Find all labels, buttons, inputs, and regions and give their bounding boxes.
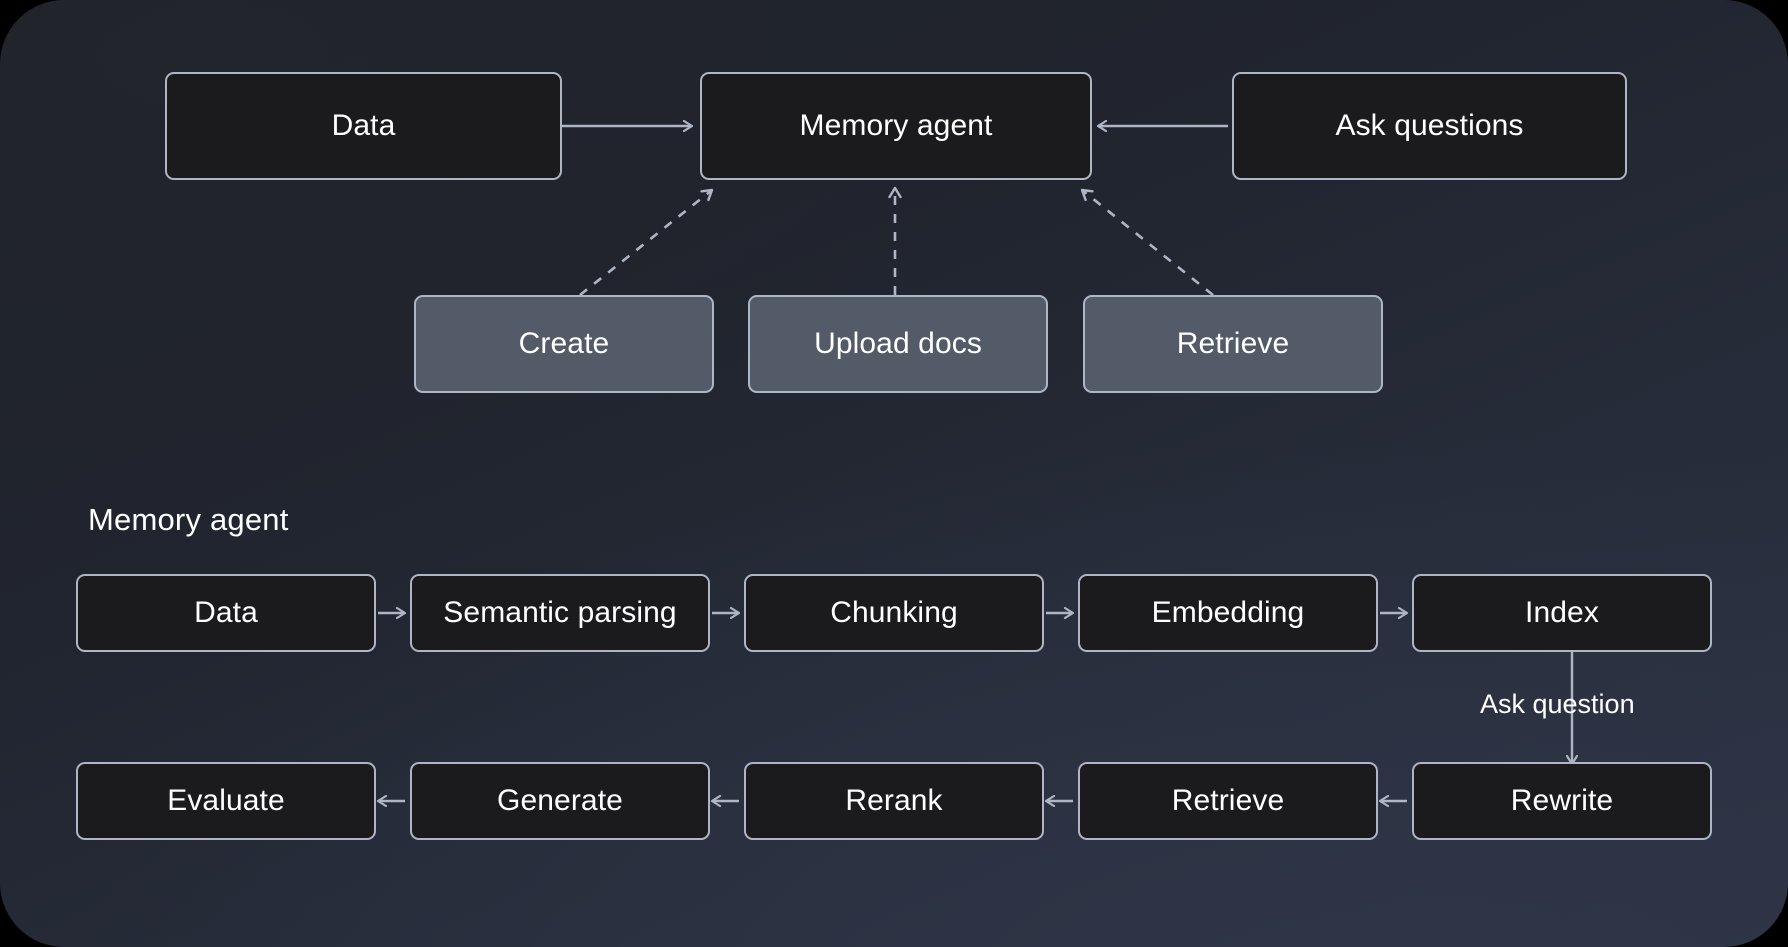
node-retrieve-tool-label: Retrieve — [1176, 327, 1290, 360]
node-create[interactable]: Create — [414, 295, 714, 393]
node-pipeline-rewrite-label: Rewrite — [1510, 784, 1614, 817]
node-pipeline-embedding[interactable]: Embedding — [1078, 574, 1378, 652]
node-pipeline-index[interactable]: Index — [1412, 574, 1712, 652]
node-create-label: Create — [518, 327, 610, 360]
node-ask-questions[interactable]: Ask questions — [1232, 72, 1627, 180]
edge-label-ask-question: Ask question — [1480, 689, 1635, 719]
node-retrieve-tool[interactable]: Retrieve — [1083, 295, 1383, 393]
node-pipeline-retrieve[interactable]: Retrieve — [1078, 762, 1378, 840]
node-upload-docs-label: Upload docs — [814, 327, 982, 360]
node-pipeline-chunking[interactable]: Chunking — [744, 574, 1044, 652]
node-pipeline-semantic-parsing[interactable]: Semantic parsing — [410, 574, 710, 652]
node-pipeline-evaluate-label: Evaluate — [167, 784, 285, 817]
node-pipeline-index-label: Index — [1525, 596, 1599, 629]
node-pipeline-chunking-label: Chunking — [830, 596, 958, 629]
node-memory-agent-label: Memory agent — [799, 109, 993, 142]
node-ask-questions-label: Ask questions — [1335, 109, 1524, 142]
node-pipeline-data[interactable]: Data — [76, 574, 376, 652]
node-memory-agent[interactable]: Memory agent — [700, 72, 1092, 180]
node-pipeline-generate-label: Generate — [497, 784, 623, 817]
node-pipeline-generate[interactable]: Generate — [410, 762, 710, 840]
node-data[interactable]: Data — [165, 72, 562, 180]
node-pipeline-embedding-label: Embedding — [1151, 596, 1305, 629]
node-data-label: Data — [331, 109, 396, 142]
pipeline-section-title: Memory agent — [88, 502, 289, 537]
node-pipeline-rerank[interactable]: Rerank — [744, 762, 1044, 840]
node-pipeline-rewrite[interactable]: Rewrite — [1412, 762, 1712, 840]
node-pipeline-semantic-parsing-label: Semantic parsing — [443, 596, 677, 629]
node-upload-docs[interactable]: Upload docs — [748, 295, 1048, 393]
node-pipeline-retrieve-label: Retrieve — [1171, 784, 1285, 817]
node-pipeline-data-label: Data — [194, 596, 258, 629]
node-pipeline-rerank-label: Rerank — [845, 784, 943, 817]
edge-retrieve-to-memory-agent — [1080, 188, 1214, 297]
edge-create-to-memory-agent — [579, 188, 714, 297]
node-pipeline-evaluate[interactable]: Evaluate — [76, 762, 376, 840]
